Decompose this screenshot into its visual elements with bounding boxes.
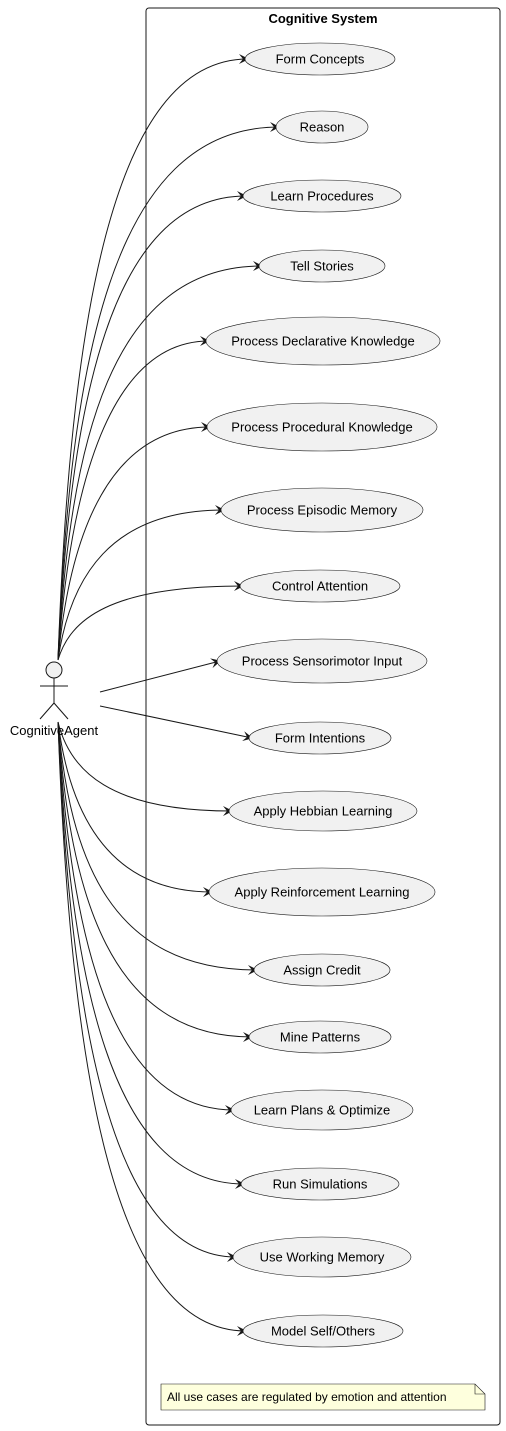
use-case-ellipse: [230, 1089, 414, 1131]
use-case-label: Use Working Memory: [260, 1250, 385, 1265]
association-edge: [57, 191, 247, 661]
association-edge: [99, 658, 221, 693]
use-case-label: Model Self/Others: [271, 1324, 376, 1339]
use-case-label: Process Declarative Knowledge: [231, 334, 415, 349]
use-case: Form Concepts: [244, 42, 396, 76]
association-edge: [57, 721, 258, 975]
use-case-ellipse: [208, 867, 436, 917]
use-case: Control Attention: [239, 569, 401, 603]
association-edge: [57, 721, 245, 1189]
use-case: Run Simulations: [240, 1167, 400, 1201]
use-case-ellipse: [258, 249, 386, 283]
use-case-ellipse: [206, 402, 438, 452]
use-case-label: Learn Plans & Optimize: [254, 1103, 391, 1118]
use-case: Mine Patterns: [248, 1020, 392, 1054]
use-case-label: Apply Hebbian Learning: [254, 804, 393, 819]
use-case-label: Process Procedural Knowledge: [231, 420, 412, 435]
actor-label: CognitiveAgent: [10, 723, 99, 738]
use-case-label: Assign Credit: [283, 963, 361, 978]
association-edge: [57, 422, 211, 661]
use-case: Learn Plans & Optimize: [230, 1089, 414, 1131]
use-case-ellipse: [240, 1167, 400, 1201]
association-edge: [57, 581, 244, 661]
use-case-ellipse: [248, 721, 392, 755]
association-edge: [57, 721, 233, 816]
use-case: Learn Procedures: [242, 179, 402, 213]
association-edge: [99, 705, 253, 742]
association-edge: [57, 721, 213, 897]
use-case-label: Mine Patterns: [280, 1030, 361, 1045]
use-case-label: Control Attention: [272, 579, 368, 594]
actor-figure: [39, 661, 69, 720]
use-case-ellipse: [244, 42, 396, 76]
use-case: Assign Credit: [253, 953, 391, 987]
use-case-label: Reason: [300, 120, 345, 135]
use-case: Process Declarative Knowledge: [205, 316, 441, 366]
association-edge: [57, 505, 225, 661]
use-case-label: Learn Procedures: [270, 189, 374, 204]
association-edge: [57, 721, 253, 1042]
use-case-ellipse: [275, 110, 369, 144]
association-edge: [57, 122, 280, 661]
use-case-ellipse: [248, 1020, 392, 1054]
note: All use cases are regulated by emotion a…: [160, 1383, 486, 1411]
use-case-label: Tell Stories: [290, 259, 354, 274]
association-edges: [57, 54, 280, 1336]
association-edge: [57, 721, 237, 1262]
use-case: Process Procedural Knowledge: [206, 402, 438, 452]
association-edge: [57, 721, 247, 1336]
use-case-ellipse: [228, 790, 418, 832]
use-case: Apply Reinforcement Learning: [208, 867, 436, 917]
use-case-ellipse: [239, 569, 401, 603]
use-case: Tell Stories: [258, 249, 386, 283]
use-case-ellipse: [253, 953, 391, 987]
use-case-ellipse: [205, 316, 441, 366]
system-boundary: [145, 7, 501, 1426]
use-case-label: Form Concepts: [276, 52, 365, 67]
note-text: All use cases are regulated by emotion a…: [167, 1390, 447, 1404]
use-case-label: Apply Reinforcement Learning: [235, 885, 410, 900]
use-case: Form Intentions: [248, 721, 392, 755]
association-edge: [57, 721, 235, 1115]
use-case-ellipse: [216, 638, 428, 684]
use-case-ellipse: [242, 179, 402, 213]
use-case-ellipse: [242, 1314, 404, 1348]
use-case-label: Run Simulations: [273, 1177, 368, 1192]
use-case: Process Episodic Memory: [220, 487, 424, 533]
use-case: Apply Hebbian Learning: [228, 790, 418, 832]
use-case-label: Process Sensorimotor Input: [242, 654, 403, 669]
use-case-ellipse: [220, 487, 424, 533]
use-case: Use Working Memory: [232, 1236, 412, 1278]
use-case: Reason: [275, 110, 369, 144]
association-edge: [57, 54, 249, 661]
use-case: Process Sensorimotor Input: [216, 638, 428, 684]
association-edge: [57, 336, 210, 661]
use-case-ellipse: [232, 1236, 412, 1278]
use-case-label: Form Intentions: [275, 731, 366, 746]
association-edge: [57, 261, 263, 661]
use-case-label: Process Episodic Memory: [247, 503, 398, 518]
system-title: Cognitive System: [268, 11, 377, 26]
use-case: Model Self/Others: [242, 1314, 404, 1348]
